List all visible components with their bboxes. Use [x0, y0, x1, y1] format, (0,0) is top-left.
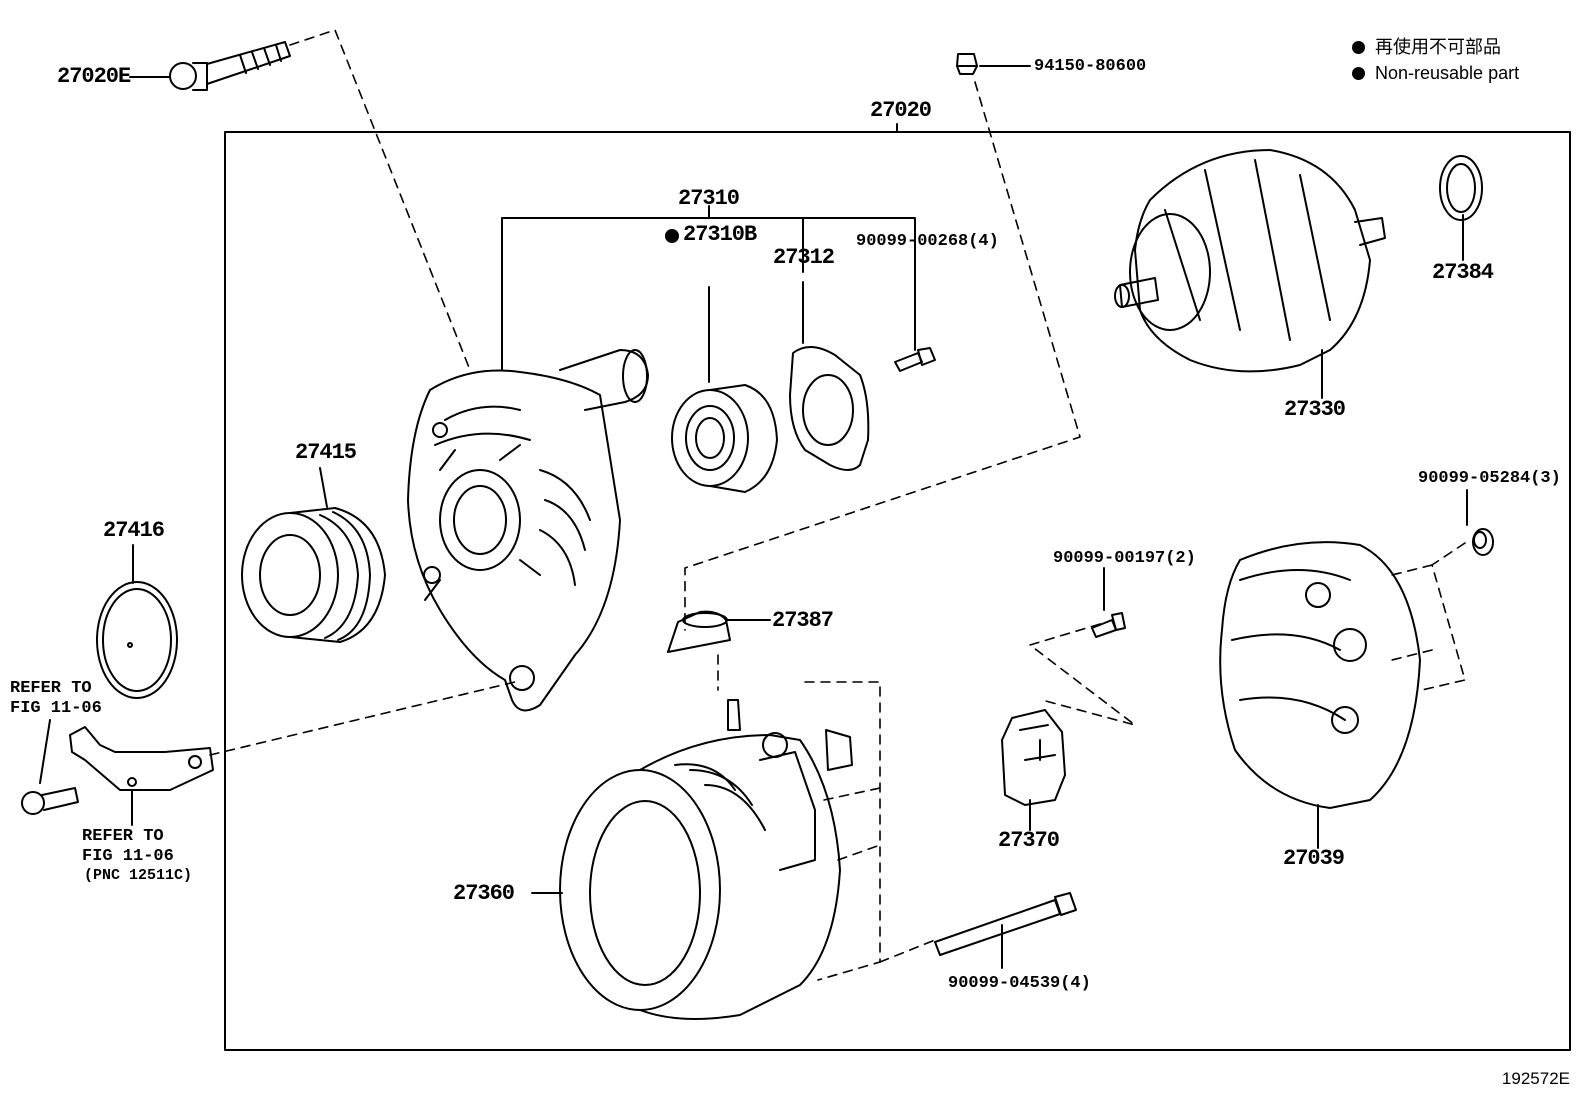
label-90099-00197: 90099-00197(2)	[1053, 549, 1196, 568]
label-27360: 27360	[453, 881, 515, 906]
label-27384: 27384	[1432, 260, 1494, 285]
refer-note-a-line1: REFER TO	[10, 679, 92, 698]
non-reusable-dot-icon	[1352, 67, 1365, 80]
insulator-27387	[667, 610, 731, 653]
drive-end-frame-27310	[407, 349, 649, 712]
label-27039: 27039	[1283, 846, 1345, 871]
label-90099-05284: 90099-05284(3)	[1418, 469, 1561, 488]
label-27310B: 27310B	[683, 222, 757, 247]
legend-jp: 再使用不可部品	[1352, 38, 1501, 56]
bolt-27020E	[169, 41, 291, 91]
rear-cover-27039	[1219, 541, 1421, 809]
non-reusable-dot-icon	[1352, 41, 1365, 54]
retainer-27312	[789, 346, 870, 471]
label-27415: 27415	[295, 440, 357, 465]
bearing-27310B	[671, 384, 778, 493]
rotor-27330	[1114, 149, 1386, 373]
ring-27384	[1439, 155, 1483, 221]
refer-note-b-line1: REFER TO	[82, 827, 164, 846]
label-27416: 27416	[103, 518, 165, 543]
label-27330: 27330	[1284, 397, 1346, 422]
adjusting-bolt	[21, 787, 79, 815]
label-27020E: 27020E	[57, 64, 131, 89]
label-94150-80600: 94150-80600	[1034, 57, 1147, 76]
refer-note-b-line3: (PNC 12511C)	[84, 867, 193, 884]
pulley-27415	[241, 507, 386, 643]
nut-90099-05284	[1472, 528, 1494, 556]
label-27312: 27312	[773, 245, 835, 270]
label-27370: 27370	[998, 828, 1060, 853]
label-27020: 27020	[870, 98, 932, 123]
adjusting-bar	[69, 726, 214, 791]
cover-27416	[96, 581, 178, 699]
screw-90099-00197	[1091, 612, 1126, 638]
regulator-27370	[1001, 709, 1066, 806]
figure-id: 192572E	[1501, 1069, 1570, 1088]
legend-en: Non-reusable part	[1352, 64, 1519, 82]
bolt-90099-04539	[934, 892, 1077, 956]
non-reusable-dot-27310B	[665, 229, 679, 243]
nut-94150	[956, 53, 978, 75]
label-27387: 27387	[772, 608, 834, 633]
label-90099-00268: 90099-00268(4)	[856, 232, 999, 251]
refer-note-a-line2: FIG 11-06	[10, 699, 102, 718]
label-90099-04539: 90099-04539(4)	[948, 974, 1091, 993]
label-27310: 27310	[678, 186, 740, 211]
housing-27360	[559, 699, 853, 1020]
screw-90099-00268	[894, 347, 936, 372]
refer-note-b-line2: FIG 11-06	[82, 847, 174, 866]
